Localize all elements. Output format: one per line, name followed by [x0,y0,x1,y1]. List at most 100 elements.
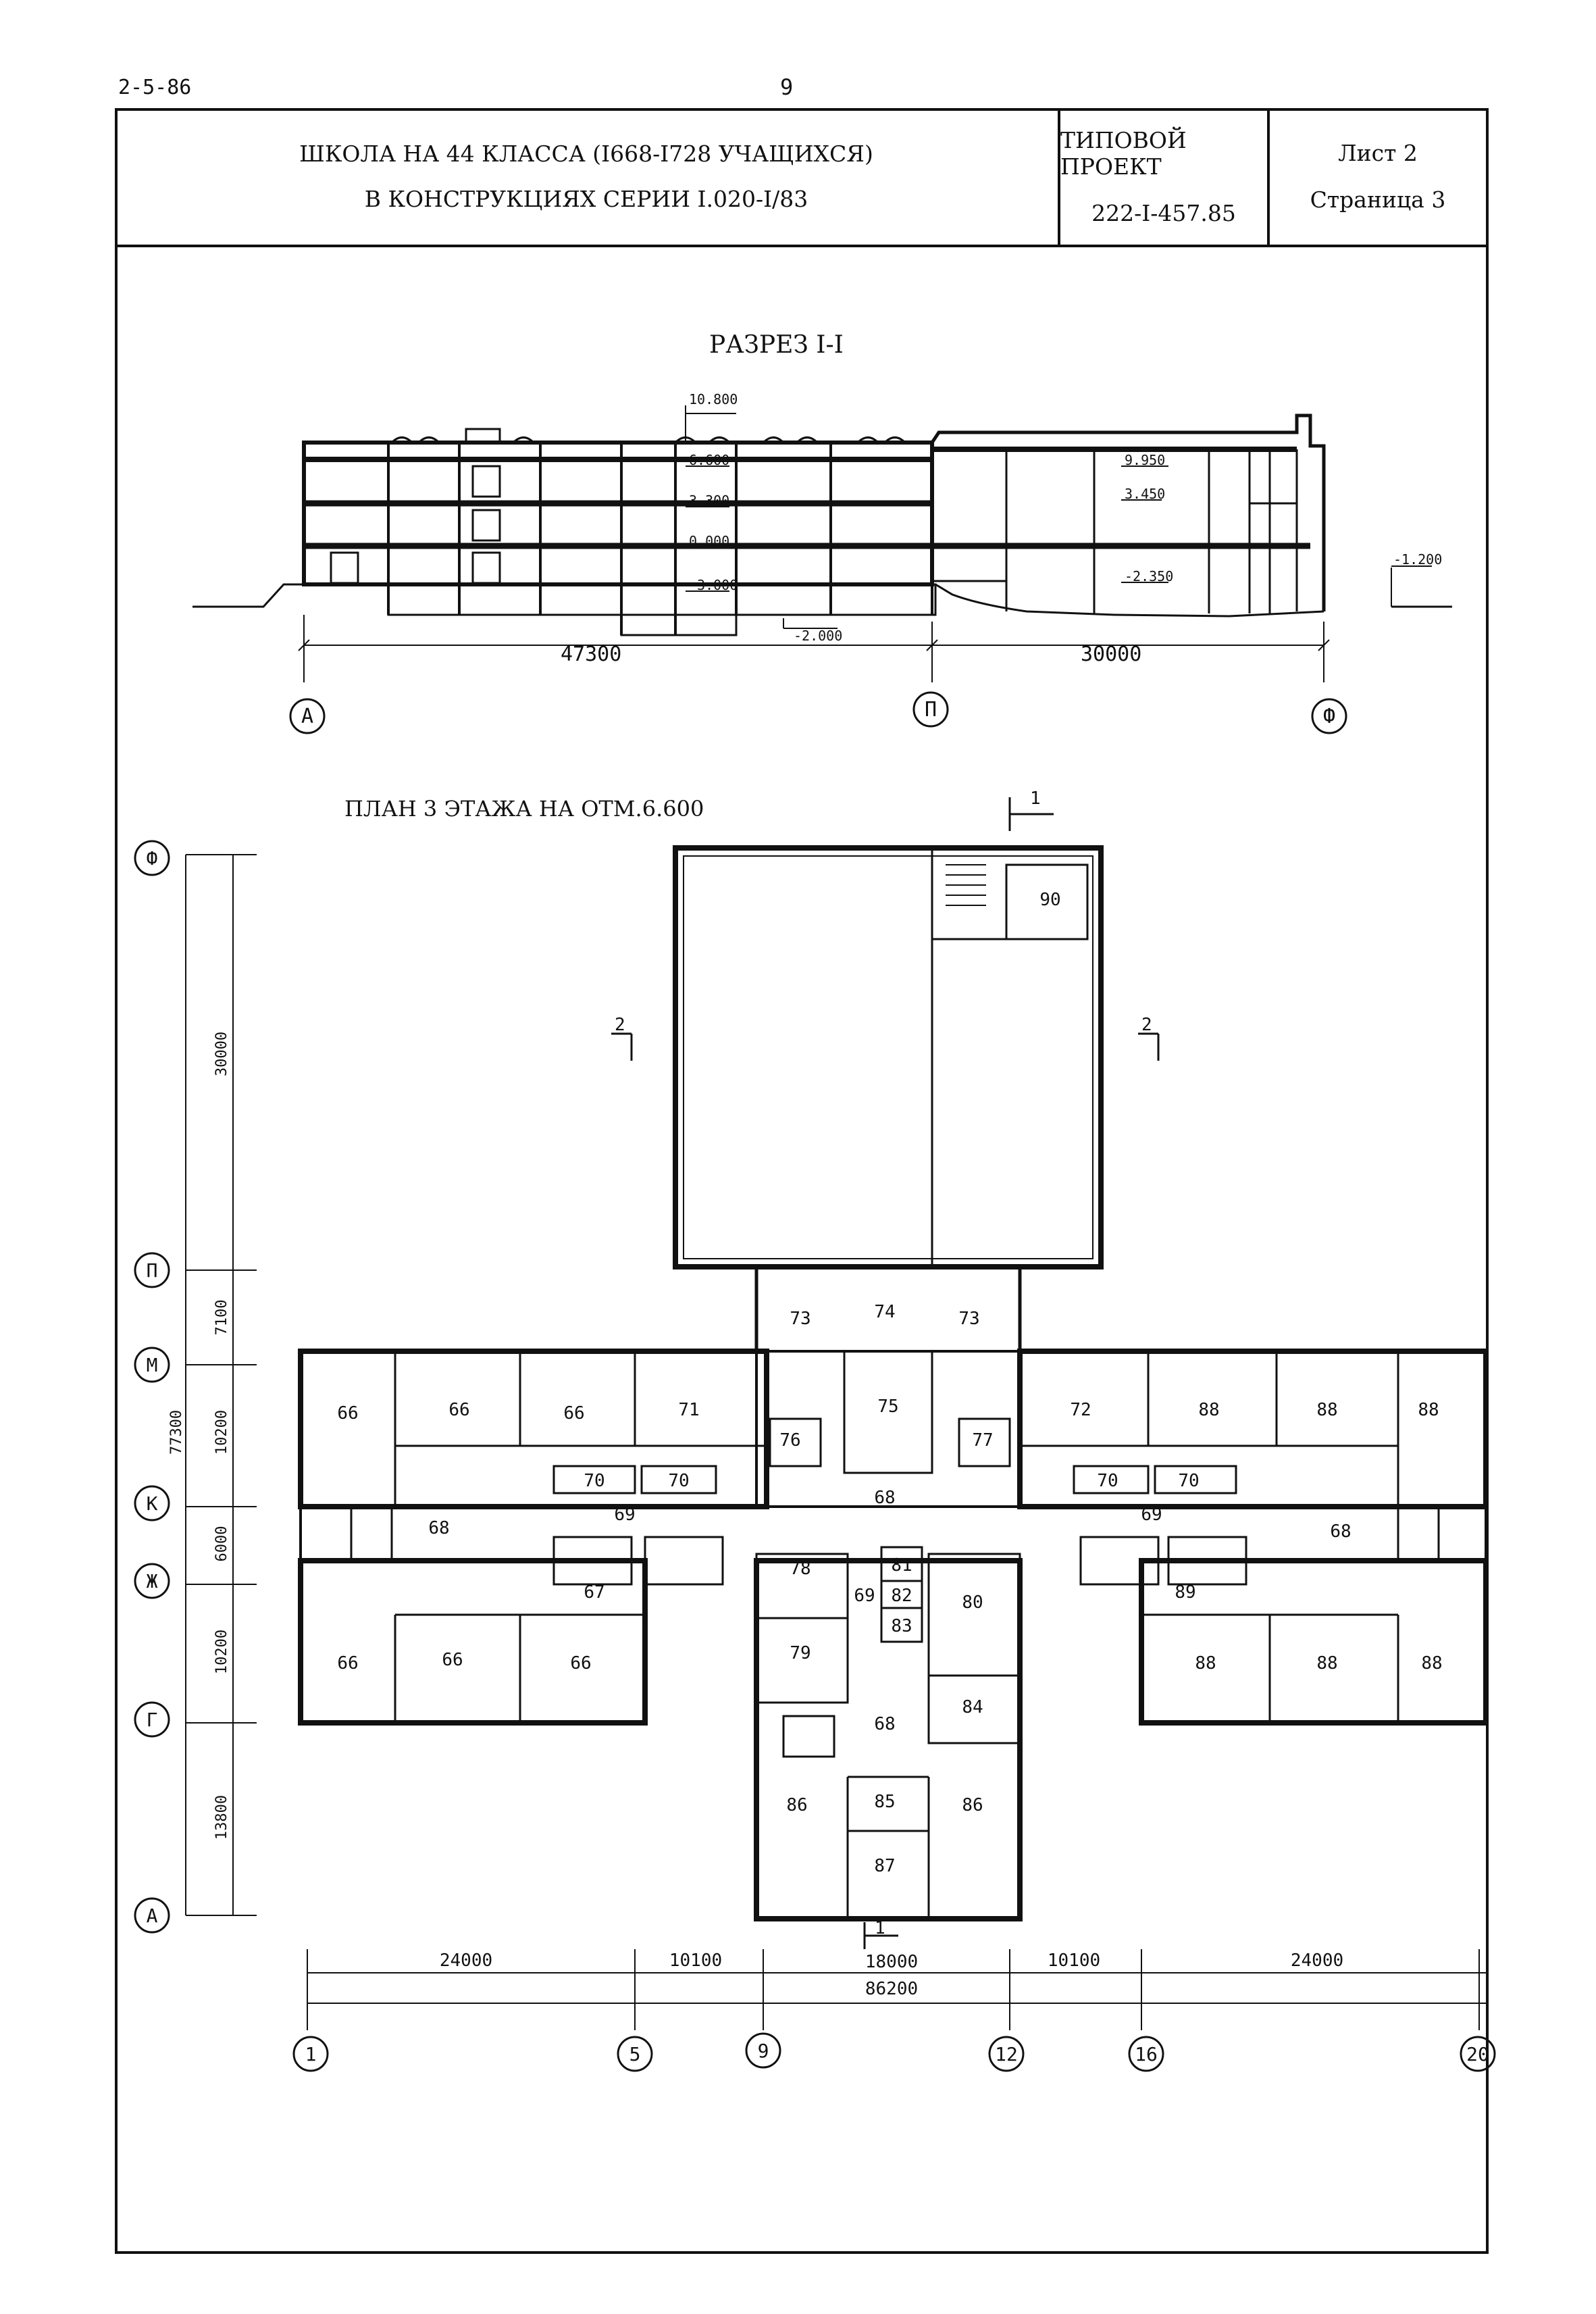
row-axis-k: К [147,1492,158,1515]
room-88: 88 [1198,1400,1219,1420]
room-82: 82 [891,1586,912,1606]
room-70: 70 [668,1471,689,1491]
room-88: 88 [1421,1653,1442,1674]
level-3300: 3.300 [689,493,729,509]
room-77: 77 [972,1430,993,1451]
sheet-code: 2-5-86 [118,76,192,99]
page-label: Страница 3 [1310,186,1446,213]
row-dim-10200-lower: 10200 [213,1630,230,1674]
room-80: 80 [962,1592,983,1613]
plan-rooms: 66 66 66 71 70 70 68 69 67 66 66 66 73 7… [337,890,1442,1876]
level-minus-2000: -2.000 [794,628,842,644]
room-86: 86 [786,1795,807,1815]
section-axis-p: П [925,698,937,722]
room-88: 88 [1316,1653,1337,1674]
room-69: 69 [614,1505,635,1525]
level-minus-3000: -3.000 [689,577,738,593]
dim-30000: 30000 [1081,643,1141,666]
section-title: РАЗРЕЗ I-I [709,331,844,359]
room-86: 86 [962,1795,983,1815]
room-69: 69 [1141,1505,1162,1525]
room-70: 70 [1097,1471,1118,1491]
row-axis-m: М [147,1354,158,1376]
row-dim-7100: 7100 [213,1300,230,1336]
room-71: 71 [678,1400,699,1420]
level-minus-2350: -2.350 [1125,568,1173,584]
room-79: 79 [790,1643,810,1663]
project-cell: ТИПОВОЙ ПРОЕКТ 222-I-457.85 [1060,108,1270,245]
level-9950: 9.950 [1125,452,1165,468]
room-89: 89 [1175,1582,1195,1603]
section-axis-a: А [301,705,313,728]
room-66: 66 [337,1403,358,1424]
room-74: 74 [874,1302,895,1322]
col-axis-20: 20 [1466,2043,1489,2065]
col-axis-16: 16 [1135,2043,1158,2065]
room-70: 70 [584,1471,604,1491]
room-75: 75 [877,1397,898,1417]
room-72: 72 [1070,1400,1091,1420]
row-axis-g: Г [147,1709,158,1731]
section-mark-1-top: 1 [1030,788,1041,809]
room-68: 68 [428,1518,449,1538]
room-66: 66 [442,1650,463,1670]
section-axis-f: Ф [1323,705,1335,728]
plan-title: ПЛАН 3 ЭТАЖА НА ОТМ.6.600 [344,796,704,822]
project-number: 222-I-457.85 [1091,199,1236,226]
col-dim-24000-left: 24000 [440,1951,492,1971]
col-dim-total: 86200 [865,1979,918,1999]
room-90: 90 [1039,890,1060,910]
col-dim-24000-right: 24000 [1291,1951,1343,1971]
drawing-frame [115,108,1489,2254]
room-68: 68 [874,1714,895,1734]
room-87: 87 [874,1856,895,1876]
col-axis-5: 5 [629,2043,641,2065]
sheet-label: Лист 2 [1338,140,1418,166]
room-70: 70 [1178,1471,1199,1491]
level-minus-1200: -1.200 [1393,551,1442,568]
section-labels: 10.800 6.600 3.300 0.000 -3.000 -2.000 9… [689,391,1442,644]
room-66: 66 [337,1653,358,1674]
title-line-2: В КОНСТРУКЦИЯХ СЕРИИ I.020-I/83 [364,186,808,212]
col-dim-10100-left: 10100 [669,1951,722,1971]
room-81: 81 [891,1555,912,1576]
room-66: 66 [570,1653,591,1674]
col-dim-10100-right: 10100 [1048,1951,1100,1971]
title-cell: ШКОЛА НА 44 КЛАССА (I668-I728 УЧАЩИХСЯ) … [115,108,1060,245]
room-85: 85 [874,1792,895,1812]
room-66: 66 [563,1403,584,1424]
row-axis-f: Ф [147,847,158,870]
section-drawing [192,405,1452,734]
level-6600: 6.600 [689,452,729,468]
col-dim-18000: 18000 [865,1952,918,1972]
col-axis-9: 9 [758,2040,769,2062]
room-73: 73 [790,1309,810,1329]
level-10800: 10.800 [689,391,738,407]
row-dim-13800: 13800 [213,1795,230,1840]
level-0000: 0.000 [689,533,729,549]
title-block: ШКОЛА НА 44 КЛАССА (I668-I728 УЧАЩИХСЯ) … [115,108,1489,247]
room-78: 78 [790,1559,810,1579]
room-88: 88 [1316,1400,1337,1420]
room-76: 76 [779,1430,800,1451]
row-axis-p: П [147,1259,158,1282]
project-label: ТИПОВОЙ ПРОЕКТ [1060,126,1187,180]
section-mark-2-right: 2 [1141,1015,1152,1035]
room-84: 84 [962,1697,983,1717]
row-axis-a: А [147,1905,158,1927]
row-axis-zh: Ж [147,1570,158,1592]
room-69: 69 [854,1586,875,1606]
title-line-1: ШКОЛА НА 44 КЛАССА (I668-I728 УЧАЩИХСЯ) [299,141,873,167]
section-mark-1-bottom: 1 [875,1918,885,1938]
row-dim-total: 77300 [168,1410,185,1455]
row-dim-10200: 10200 [213,1410,230,1455]
dim-47300: 47300 [561,643,621,666]
room-73: 73 [958,1309,979,1329]
room-66: 66 [448,1400,469,1420]
section-mark-2-left: 2 [615,1015,625,1035]
page-number: 9 [780,74,794,100]
col-axis-1: 1 [305,2043,317,2065]
room-67: 67 [584,1582,604,1603]
room-88: 88 [1418,1400,1439,1420]
